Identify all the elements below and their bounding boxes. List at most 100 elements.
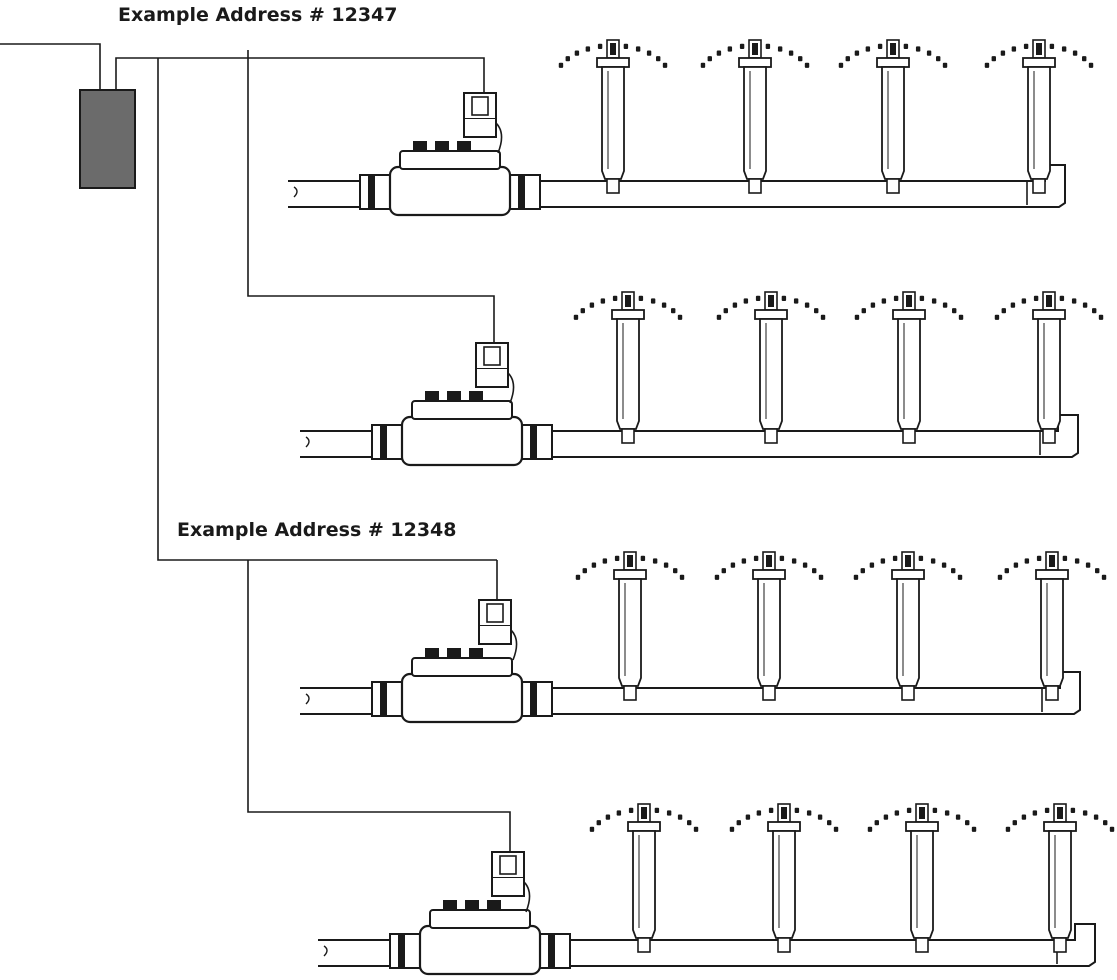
sprinkler-head <box>1005 803 1115 953</box>
valve-bonnet <box>399 150 501 170</box>
coupling-band <box>398 934 405 968</box>
bonnet-screw <box>425 648 439 658</box>
spray-drop <box>628 807 634 813</box>
spray-drop <box>721 568 726 574</box>
coupling-band <box>530 425 537 459</box>
spray-drop <box>589 302 595 308</box>
nozzle-tip <box>1057 807 1063 819</box>
spray-drop <box>791 558 797 564</box>
spray-drop <box>865 46 871 52</box>
spray-drop <box>745 814 751 820</box>
spray-drop <box>860 568 865 574</box>
spray-drop <box>591 562 597 568</box>
spray-drop <box>739 43 745 49</box>
valve-zone-4 <box>318 803 1115 976</box>
pipe-end <box>293 186 298 198</box>
spray-drop <box>918 555 924 561</box>
riser <box>1042 428 1056 444</box>
nozzle-tip <box>625 295 631 307</box>
spray-drop <box>1036 555 1042 561</box>
spray-drop <box>1071 298 1077 304</box>
spray-drop <box>1001 308 1006 314</box>
spray-drop <box>861 308 866 314</box>
solenoid-lead <box>523 881 531 913</box>
spray-drop <box>1033 295 1039 301</box>
spray-drop <box>714 574 720 580</box>
wire-trunk-b <box>157 58 497 561</box>
cap <box>892 309 926 320</box>
spray-drop <box>932 807 938 813</box>
sprinkler-body <box>1027 66 1051 180</box>
sprinkler-head <box>838 39 948 194</box>
spray-drop <box>602 558 608 564</box>
spray-drop <box>788 50 794 56</box>
spray-drop <box>1103 820 1108 826</box>
spray-drop <box>804 62 810 68</box>
spray-drop <box>903 43 909 49</box>
wire-zone-4 <box>247 560 511 862</box>
solenoid-base <box>491 878 525 897</box>
spray-drop <box>793 298 799 304</box>
spray-drop <box>654 807 660 813</box>
riser <box>1053 937 1067 953</box>
spray-drop <box>777 46 783 52</box>
solenoid-lead <box>510 629 518 661</box>
spray-drop <box>883 814 889 820</box>
spray-drop <box>997 574 1003 580</box>
spray-drop <box>650 298 656 304</box>
coupling-band <box>518 175 525 209</box>
spray-drop <box>605 814 611 820</box>
spray-drop <box>1101 574 1107 580</box>
spray-drop <box>1074 558 1080 564</box>
bonnet-screw <box>469 391 483 401</box>
spray-drop <box>814 308 819 314</box>
nozzle-tip <box>781 807 787 819</box>
riser <box>762 685 776 701</box>
spray-drop <box>736 820 741 826</box>
riser <box>606 178 620 194</box>
sprinkler-head <box>984 39 1094 194</box>
spray-drop <box>574 50 580 56</box>
spray-drop <box>1070 807 1076 813</box>
pipe-end <box>323 945 328 957</box>
spray-drop <box>1010 302 1016 308</box>
solenoid-core <box>483 346 501 366</box>
cap <box>627 821 661 832</box>
valve-bonnet <box>411 657 513 677</box>
nozzle-tip <box>768 295 774 307</box>
sprinkler-head <box>575 551 685 701</box>
spray-drop <box>892 555 898 561</box>
riser <box>748 178 762 194</box>
sprinkler-head <box>714 551 824 701</box>
riser <box>764 428 778 444</box>
spray-drop <box>915 46 921 52</box>
spray-drop <box>756 810 762 816</box>
sprinkler-body <box>618 578 642 687</box>
spray-drop <box>894 810 900 816</box>
solenoid-lead <box>507 372 515 404</box>
spray-drop <box>1082 56 1087 62</box>
nozzle-tip <box>905 555 911 567</box>
valve-zone-3 <box>300 551 1107 724</box>
spray-drop <box>729 826 735 832</box>
spray-drop <box>666 810 672 816</box>
spray-drop <box>818 574 824 580</box>
spray-drop <box>798 56 803 62</box>
spray-drop <box>930 558 936 564</box>
spray-drop <box>565 56 570 62</box>
spray-drop <box>612 295 618 301</box>
spray-drop <box>1082 302 1088 308</box>
spray-drop <box>656 56 661 62</box>
spray-drop <box>700 62 706 68</box>
sprinkler-head <box>994 291 1104 444</box>
bonnet-screw <box>413 141 427 151</box>
riser <box>777 937 791 953</box>
coupling-band <box>530 682 537 716</box>
spray-drop <box>646 50 652 56</box>
spray-drop <box>1021 814 1027 820</box>
spray-drop <box>957 574 963 580</box>
sprinkler-body <box>910 830 934 939</box>
spray-drop <box>870 302 876 308</box>
spray-drop <box>867 826 873 832</box>
spray-drop <box>614 555 620 561</box>
